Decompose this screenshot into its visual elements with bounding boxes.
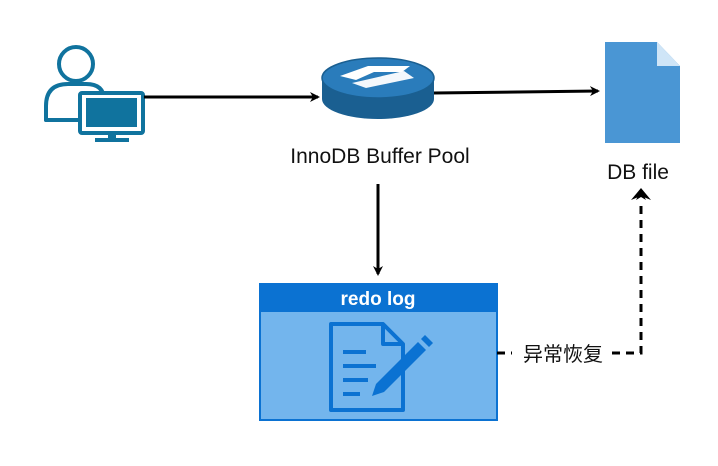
user-computer-icon: [44, 45, 145, 142]
buffer-pool-label: InnoDB Buffer Pool: [290, 145, 469, 168]
recovery-label: 异常恢复: [523, 342, 603, 366]
redo-log-title: redo log: [341, 289, 416, 310]
arrow-recovery-to-db-file: [497, 188, 651, 355]
buffer-pool-cylinder-icon: [321, 57, 435, 119]
db-file-label: DB file: [607, 161, 669, 184]
redo-log-box: [259, 283, 498, 421]
document-pen-icon: [329, 322, 433, 412]
arrow-buffer-pool-to-db-file: [433, 86, 600, 97]
db-file-icon: [605, 42, 680, 143]
